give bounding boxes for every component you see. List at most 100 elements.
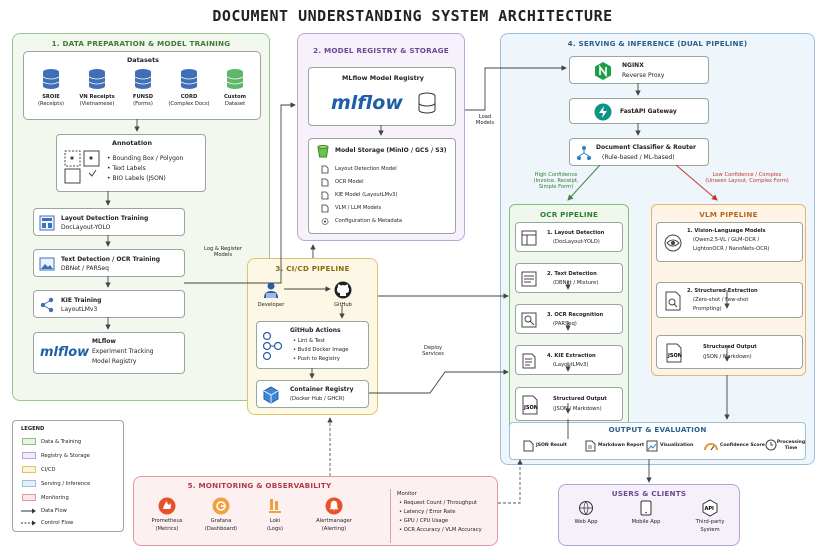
diagram-title: DOCUMENT UNDERSTANDING SYSTEM ARCHITECTU… [212, 7, 613, 25]
edge-label-line: Models [213, 252, 233, 258]
gear-icon [321, 218, 329, 225]
extraction-icon [665, 291, 681, 311]
legend-swatch [22, 452, 36, 459]
dataset-sub: (Complex Docs) [168, 101, 210, 107]
monitor-title: Monitor [397, 491, 417, 497]
ocr-step-title: 1. Layout Detection [547, 230, 605, 236]
ocr-step-sub: (LayoutLMv3) [553, 362, 589, 368]
github-actions-title: GitHub Actions [290, 327, 341, 334]
github-label: GitHub [334, 302, 352, 308]
mobile-app-icon [640, 500, 652, 516]
annotation-tool-icon [64, 150, 100, 184]
json-icon: JSON [522, 395, 538, 415]
file-icon [321, 204, 329, 213]
mlflow-logo: mlflow [40, 345, 90, 360]
layout-training-title: Layout Detection Training [61, 215, 149, 222]
vlm-step: 1. Vision-Language Models (Qwen2.5-VL / … [656, 222, 803, 262]
model-storage-box: Model Storage (MinIO / GCS / S3) Layout … [308, 138, 456, 234]
section-cicd: 3. CI/CD PIPELINE Developer GitHub GitHu… [247, 258, 378, 415]
legend-item: Registry & Storage [41, 453, 90, 459]
ocr-pipeline: OCR PIPELINE 1. Layout Detection (DocLay… [509, 204, 629, 440]
vlm-step-line: Prompting) [693, 306, 722, 312]
solid-arrow-icon [21, 508, 36, 514]
fastapi-icon [594, 103, 612, 121]
legend-item: Monitoring [41, 495, 69, 501]
alertmanager-icon [325, 497, 343, 515]
monitor-item-label: OCR Accuracy / VLM Accuracy [403, 527, 482, 533]
ocr-step: 3. OCR Recognition (PARSeq) [515, 304, 623, 334]
legend-flow: Control Flow [41, 520, 74, 526]
json-icon: JSON [666, 343, 682, 363]
storage-item: VLM / LLM Models [335, 205, 382, 211]
dataset-name: CORD [180, 94, 198, 100]
mlflow-registry-box: MLflow Model Registry mlflow [308, 67, 456, 126]
legend-swatch [22, 480, 36, 487]
model-storage-title: Model Storage (MinIO / GCS / S3) [335, 147, 447, 154]
edge-monitor-serving [498, 459, 523, 504]
tool-name: Prometheus [151, 518, 183, 524]
legend-flow: Data Flow [41, 508, 67, 514]
svg-text:JSON: JSON [523, 405, 538, 411]
storage-item: OCR Model [335, 179, 364, 185]
markdown-icon [585, 440, 596, 452]
mlflow-logo: mlflow [331, 92, 403, 114]
legend: LEGEND Data & Training Registry & Storag… [12, 420, 124, 532]
fastapi-title: FastAPI Gateway [620, 108, 677, 115]
output-evaluation-title: OUTPUT & EVALUATION [608, 425, 707, 434]
dataset-item: SROIE (Receipts) [30, 68, 72, 118]
json-result-icon [523, 440, 534, 452]
text-detection-icon [521, 271, 537, 287]
section-1-title: 1. DATA PREPARATION & MODEL TRAINING [51, 39, 231, 48]
layout-training-sub: DocLayout-YOLO [61, 224, 111, 231]
vlm-step-title: 2. Structured Extraction [687, 288, 758, 294]
ocr-recognition-icon [521, 312, 537, 328]
output-item: Visualization [660, 443, 694, 448]
ocr-step-title: 4. KIE Extraction [547, 353, 596, 359]
ocr-step: JSON Structured Output (JSON / Markdown) [515, 387, 623, 421]
legend-item: Data & Training [41, 439, 82, 445]
annotation-item: • Text Labels [107, 165, 146, 172]
gauge-icon [704, 443, 718, 451]
network-icon [40, 297, 54, 313]
section-monitoring: 5. MONITORING & OBSERVABILITY Prometheus… [133, 476, 498, 546]
monitoring-tool: Loki (Logs) [250, 495, 300, 543]
svg-text:JSON: JSON [667, 353, 682, 359]
datasets-title: Datasets [127, 56, 159, 64]
section-2-title: 2. MODEL REGISTRY & STORAGE [313, 46, 449, 55]
visualization-icon [646, 440, 658, 452]
legend-swatch [22, 466, 36, 473]
vlm-step-line: (Qwen2.5-VL / GLM-OCR / [693, 237, 760, 243]
edge-label-line: Models [475, 120, 495, 126]
file-icon [321, 191, 329, 200]
actions-item: • Lint & Test [293, 338, 325, 344]
developer-icon [264, 282, 278, 298]
monitor-item: • Latency / Error Rate [399, 509, 456, 515]
monitor-item-label: Request Count / Throughput [403, 500, 478, 506]
grafana-icon [212, 497, 230, 515]
low-confidence-line: (Unseen Layout, Complex Form) [705, 178, 789, 184]
file-icon [321, 165, 329, 174]
monitor-item: • Request Count / Throughput [399, 500, 478, 506]
monitor-item-label: GPU / CPU Usage [403, 518, 449, 524]
router-icon [577, 146, 591, 160]
ocr-step-sub: (JSON / Markdown) [553, 406, 602, 412]
client-sublabel: System [700, 527, 720, 533]
edge-label-log-register: Log & Register Models [196, 246, 250, 258]
section-registry-storage: 2. MODEL REGISTRY & STORAGE MLflow Model… [297, 33, 465, 241]
dataset-name: SROIE [42, 94, 60, 100]
kie-training-box: KIE Training LayoutLMv3 [33, 290, 185, 318]
mlflow-tracking-line: Model Registry [92, 358, 137, 365]
output-item: Processing Time [776, 440, 806, 451]
ocr-training-box: Text Detection / OCR Training DBNet / PA… [33, 249, 185, 277]
classifier-box: Document Classifier & Router (Rule-based… [569, 138, 709, 166]
tool-name: Grafana [210, 518, 232, 524]
edge-deploy-services [369, 369, 509, 394]
container-registry-box: Container Registry (Docker Hub / GHCR) [256, 380, 369, 408]
edge-label-deploy: Deploy Services [408, 345, 458, 357]
file-icon [321, 178, 329, 187]
github-icon [334, 281, 352, 299]
monitor-item-label: Latency / Error Rate [403, 509, 456, 515]
nginx-sub: Reverse Proxy [622, 72, 665, 79]
dataset-sub: (Vietnamese) [79, 101, 115, 107]
section-5-title: 5. MONITORING & OBSERVABILITY [187, 481, 332, 490]
